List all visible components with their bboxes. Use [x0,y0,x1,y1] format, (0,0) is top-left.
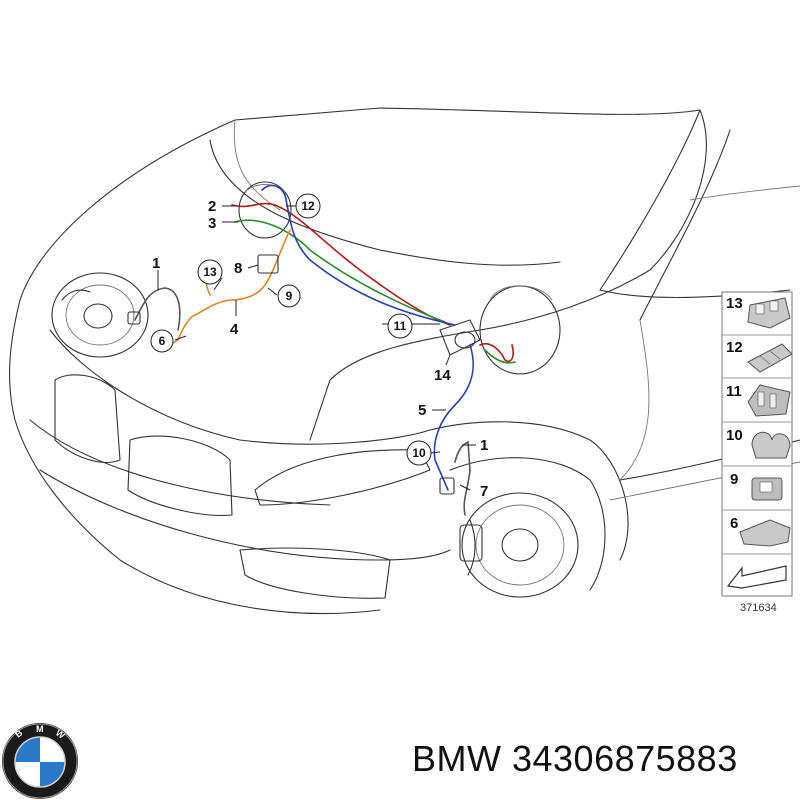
legend-label-10: 10 [726,427,743,444]
callout-1-right: 1 [480,437,488,454]
clip-12-icon [747,343,793,373]
callout-labels: 1 2 3 4 5 7 8 14 1 6 9 10 11 12 13 [150,193,488,500]
callout-8: 8 [234,260,242,277]
legend-label-9: 9 [730,471,738,488]
clip-11-icon [747,384,791,417]
clip-9-icon [751,477,783,501]
callout-3: 3 [208,215,216,232]
clip-10-icon [751,431,791,459]
left-brake-disc [51,272,149,358]
svg-text:M: M [36,724,44,734]
bmw-logo: B M W [2,723,78,799]
brake-lines [134,184,516,516]
brake-line-orange [169,229,291,346]
legend-label-6: 6 [730,515,738,532]
car-outline [9,107,800,615]
clip-6-icon [739,519,791,547]
brake-line-red-2 [479,342,514,363]
callout-14: 14 [434,367,451,384]
right-brake-disc [459,492,579,598]
parts-legend: 13 12 11 10 9 6 [721,291,793,614]
legend-label-13: 13 [726,295,743,312]
arrow-icon [726,565,787,589]
legend-label-11: 11 [726,383,742,400]
brake-hose-left [134,287,181,331]
callout-7: 7 [480,483,488,500]
reference-number: 371634 [740,602,777,614]
brackets [127,254,455,495]
callout-11: 11 [394,319,407,333]
callout-13: 13 [203,265,217,279]
callout-5: 5 [418,402,426,419]
callout-1-left: 1 [152,255,160,272]
callout-6: 6 [159,334,166,348]
callout-9: 9 [286,289,293,303]
callout-12: 12 [301,199,315,213]
callout-10: 10 [412,446,426,460]
brake-hose-right [454,440,471,516]
brake-line-green-2 [484,349,516,364]
part-number-caption: BMW 34306875883 [412,738,738,779]
brake-booster [439,285,561,375]
brake-line-green [234,219,446,323]
callout-2: 2 [208,198,216,215]
callout-4: 4 [230,321,239,338]
legend-label-12: 12 [726,339,743,356]
brake-line-blue [261,184,456,326]
brake-line-red [231,202,451,326]
svg-text:B: B [13,727,25,739]
brake-line-blue-2 [433,344,474,491]
clip-13-icon [747,297,791,329]
